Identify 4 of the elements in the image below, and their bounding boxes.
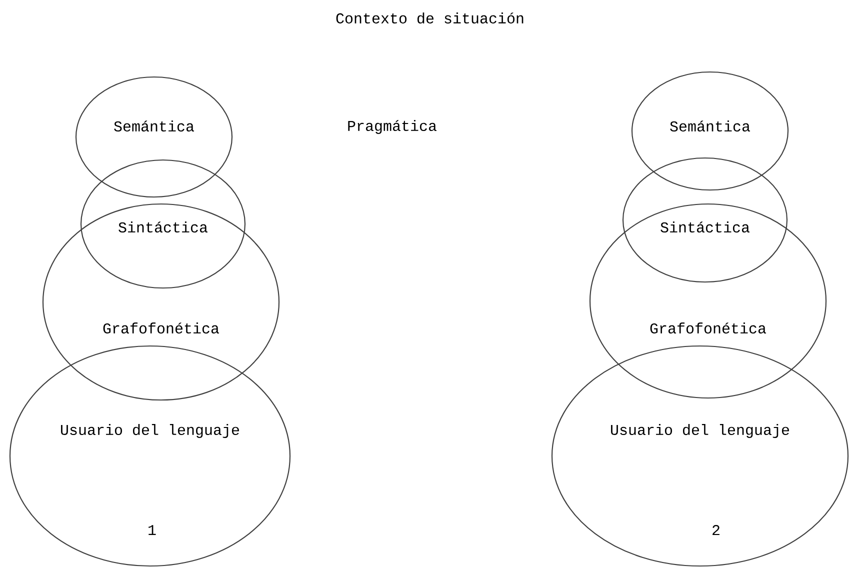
area-label: Pragmática [348,120,436,134]
diagram-number: 1 [148,525,156,535]
title: Contexto de situación [336,12,524,24]
diagram-number: 2 [712,524,720,536]
